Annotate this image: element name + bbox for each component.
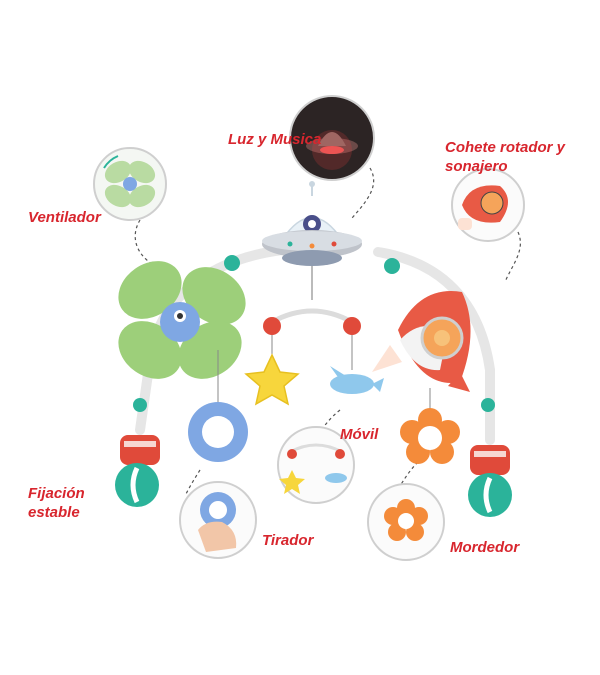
light-music-label: Luz y Musica: [228, 131, 322, 148]
rocket-bubble: [451, 168, 525, 242]
clamp-label-line1: Fijación: [28, 485, 85, 502]
rocket-label-line2: sonajero: [445, 158, 508, 175]
teether-bubble: [367, 483, 445, 561]
clamp-label: Fijación estable: [28, 484, 85, 522]
puller-bubble: [179, 481, 257, 559]
star-teether-icon: [244, 353, 300, 406]
fan-bubble: [93, 147, 167, 221]
puller-label: Tirador: [262, 532, 314, 549]
ufo-icon: [262, 181, 362, 266]
rocket-label: Cohete rotador y sonajero: [445, 138, 565, 176]
clamp-right-icon: [468, 445, 512, 517]
light-music-bubble: [289, 95, 375, 181]
mobile-bubble: [277, 426, 355, 504]
mobile-label: Móvil: [340, 426, 379, 443]
callout-connectors: [134, 167, 521, 495]
fan-icon: [118, 261, 246, 405]
flower-teether-icon: [400, 408, 460, 464]
rocket-label-line1: Cohete rotador y: [445, 139, 566, 156]
rocket-icon: [372, 291, 471, 412]
mobile-hanger: [263, 266, 361, 370]
ring-teether-icon: [188, 402, 248, 462]
clamp-label-line2: estable: [28, 504, 80, 521]
teether-label: Mordedor: [450, 539, 520, 556]
fan-label: Ventilador: [28, 209, 101, 226]
clamp-left-icon: [115, 435, 160, 507]
airplane-teether-icon: [330, 366, 384, 394]
